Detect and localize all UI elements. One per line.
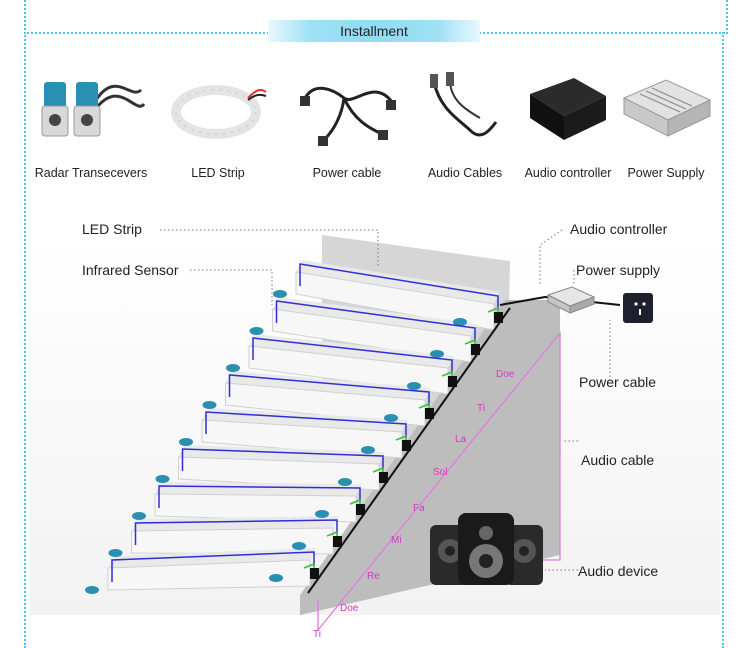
note-label: Sol bbox=[433, 467, 447, 478]
callout-leaders bbox=[160, 229, 611, 571]
infrared-sensor-icon bbox=[269, 574, 283, 582]
infrared-sensor-icon bbox=[108, 549, 123, 557]
led-strip-icon bbox=[171, 85, 267, 139]
product-label: Audio Cables bbox=[427, 166, 503, 180]
wall-socket-icon bbox=[623, 293, 653, 323]
step-controller-icon bbox=[425, 408, 434, 419]
stair-riser bbox=[154, 493, 357, 523]
infrared-sensor-icon bbox=[179, 438, 193, 446]
callout-power-cable: Power cable bbox=[579, 374, 657, 390]
note-label: Fa bbox=[413, 503, 425, 514]
radar-transceiver-icon bbox=[41, 82, 146, 137]
stair-riser bbox=[178, 456, 380, 491]
infrared-sensor-icon bbox=[361, 446, 375, 454]
product-row: Radar Transecevers LED Strip Power cable… bbox=[0, 60, 750, 200]
main-power-wire bbox=[307, 307, 511, 594]
step-controller-icon bbox=[333, 536, 342, 547]
infrared-sensor-icon bbox=[430, 350, 444, 358]
stair-tread bbox=[131, 516, 339, 531]
stair-tread bbox=[178, 445, 385, 464]
step-controller-icon bbox=[379, 472, 388, 483]
speaker-icon bbox=[430, 513, 543, 585]
led-strip-wire bbox=[299, 263, 499, 310]
step-controller-icon bbox=[356, 504, 365, 515]
led-strip-wire bbox=[158, 485, 361, 508]
note-label: Re bbox=[367, 571, 380, 582]
note-label: Ti bbox=[313, 629, 321, 640]
note-label: Ti bbox=[477, 403, 485, 414]
led-strip-wire bbox=[275, 300, 476, 342]
product-label: Power cable bbox=[312, 166, 382, 180]
step-controller-icon bbox=[471, 344, 480, 355]
led-strip-wire bbox=[228, 374, 430, 406]
infrared-sensor-icon bbox=[249, 327, 264, 335]
callout-power-supply: Power supply bbox=[576, 262, 661, 278]
stair-tread bbox=[225, 371, 431, 400]
stair-tread bbox=[155, 482, 362, 496]
left-frame bbox=[24, 32, 26, 648]
step-controller-icon bbox=[310, 568, 319, 579]
callout-infrared-sensor: Infrared Sensor bbox=[82, 262, 179, 278]
note-label: Mi bbox=[391, 535, 402, 546]
stair-tread bbox=[108, 548, 316, 568]
led-strip-wire bbox=[181, 448, 384, 471]
product-label: Radar Transecevers bbox=[34, 166, 148, 180]
infrared-sensor-icon bbox=[273, 290, 287, 298]
callout-audio-device: Audio device bbox=[578, 563, 659, 579]
callout-led-strip: LED Strip bbox=[82, 221, 142, 237]
infrared-sensor-icon bbox=[132, 512, 146, 520]
led-strip-wire bbox=[205, 411, 407, 438]
infrared-sensor-icon bbox=[338, 478, 352, 486]
step-controller-icon bbox=[494, 312, 503, 323]
callout-audio-cable: Audio cable bbox=[581, 452, 655, 468]
step-controller-icon bbox=[448, 376, 457, 387]
led-strip-wire bbox=[134, 519, 338, 545]
audio-cable-icon bbox=[430, 72, 498, 137]
step-controller-icon bbox=[402, 440, 411, 451]
section-title: Installment bbox=[268, 20, 480, 42]
infrared-sensor-icon bbox=[292, 542, 306, 550]
infrared-sensor-icon bbox=[202, 401, 217, 409]
diagram-power-supply-icon bbox=[546, 286, 596, 314]
stair-riser bbox=[131, 527, 334, 555]
stair-riser bbox=[225, 382, 426, 427]
infrared-sensor-icon bbox=[453, 318, 467, 326]
note-label: La bbox=[455, 434, 467, 445]
stair-tread bbox=[202, 408, 408, 432]
led-strip-wire bbox=[252, 337, 453, 374]
product-label: Power Supply bbox=[627, 166, 705, 180]
infrared-sensor-icon bbox=[85, 586, 99, 594]
power-wire bbox=[499, 295, 621, 306]
infrared-sensor-icon bbox=[226, 364, 240, 372]
note-wire bbox=[317, 331, 561, 631]
power-cable-icon bbox=[300, 86, 396, 146]
right-frame bbox=[722, 32, 724, 648]
callout-audio-controller: Audio controller bbox=[570, 221, 668, 237]
infrared-sensor-icon bbox=[155, 475, 170, 483]
audio-controller-icon bbox=[530, 78, 606, 140]
stair-riser bbox=[107, 559, 311, 591]
product-label: LED Strip bbox=[191, 166, 245, 180]
product-label: Audio controller bbox=[524, 166, 612, 180]
infrared-sensor-icon bbox=[384, 414, 398, 422]
led-strip-wire bbox=[111, 551, 315, 582]
stair-riser bbox=[201, 419, 403, 459]
infrared-sensor-icon bbox=[315, 510, 329, 518]
note-label: Doe bbox=[340, 603, 359, 614]
note-label: Doe bbox=[496, 369, 515, 380]
power-supply-icon bbox=[622, 79, 712, 137]
infrared-sensor-icon bbox=[407, 382, 421, 390]
